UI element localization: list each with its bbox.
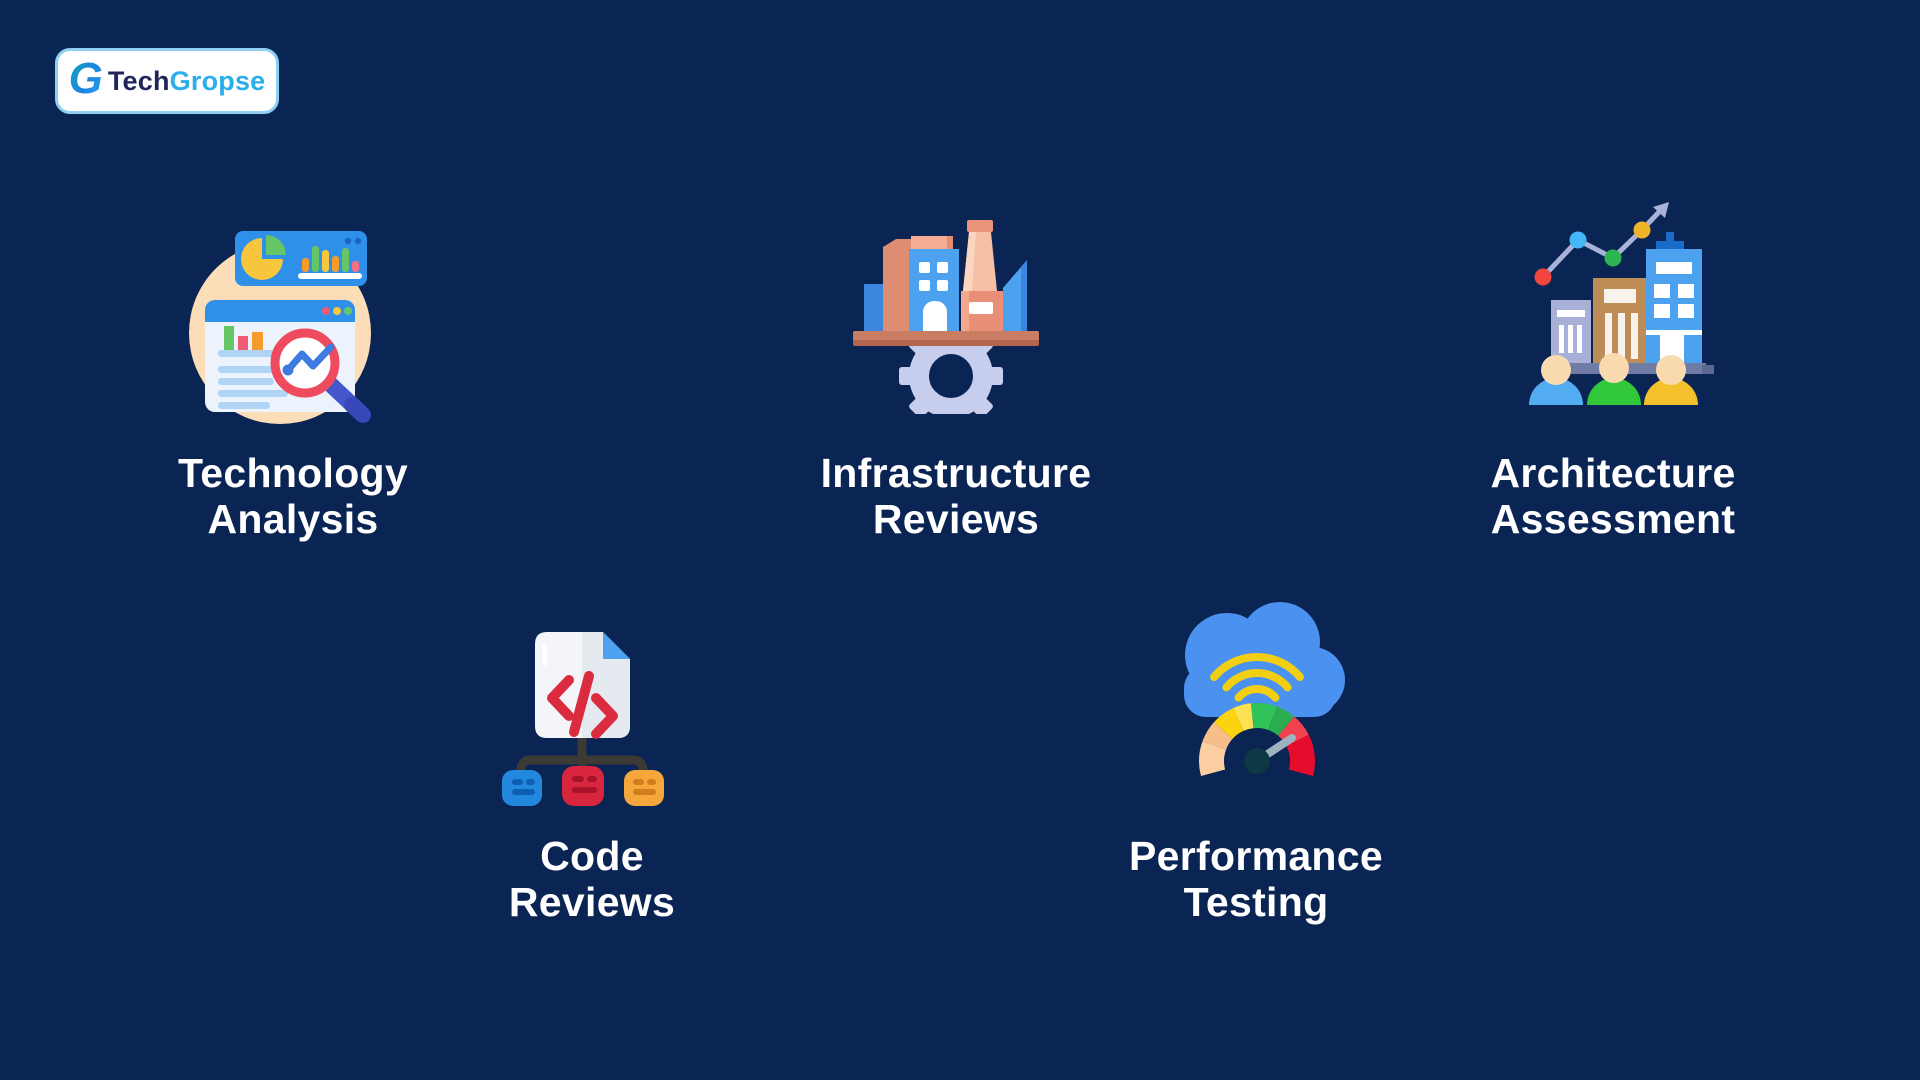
title-line: Testing [1183, 879, 1329, 925]
techgropse-logo: G TechGropse [55, 48, 279, 114]
wifi-signal-icon [1210, 653, 1304, 702]
code-file-flowchart-icon [502, 632, 664, 806]
magnifier-trend-icon [270, 328, 371, 423]
city-buildings [1546, 232, 1714, 374]
title-line: Infrastructure [820, 450, 1092, 496]
title-line: Reviews [508, 879, 676, 925]
title-line: Analysis [207, 496, 379, 542]
factory-on-gear-icon [851, 220, 1041, 414]
logo-wordmark: TechGropse [108, 66, 266, 97]
logo-brand-prefix: Tech [107, 65, 170, 96]
service-title-performance-testing: Performance Testing [1129, 833, 1383, 925]
logo-brand-suffix: Gropse [169, 65, 266, 96]
flowchart-node-orange [624, 770, 664, 806]
gauge-needle [1244, 734, 1296, 774]
stats-card [235, 231, 367, 286]
dashboard-analytics-magnifier-icon [189, 231, 371, 424]
title-line: Reviews [872, 496, 1040, 542]
title-line: Code [540, 833, 644, 879]
service-title-infrastructure-reviews: Infrastructure Reviews [821, 450, 1092, 542]
service-title-code-reviews: Code Reviews [509, 833, 675, 925]
title-line: Architecture [1490, 450, 1736, 496]
team-people [1529, 353, 1698, 405]
flowchart-node-blue [502, 770, 542, 806]
service-title-technology-analysis: Technology Analysis [178, 450, 408, 542]
service-title-architecture-assessment: Architecture Assessment [1490, 450, 1735, 542]
title-line: Technology [177, 450, 409, 496]
growth-line-chart [1534, 202, 1669, 286]
platform [853, 331, 1039, 346]
factory-buildings [864, 220, 1027, 331]
speedometer-gauge [1199, 702, 1315, 776]
flowchart-node-red [562, 766, 604, 806]
logo-g-monogram-icon: G [68, 54, 103, 103]
title-line: Performance [1129, 833, 1383, 879]
buildings-team-growth-chart-icon [1529, 202, 1714, 405]
cloud-speedometer-icon [1184, 602, 1345, 776]
title-line: Assessment [1490, 496, 1736, 542]
code-document [535, 632, 630, 739]
code-glyph [547, 671, 618, 739]
